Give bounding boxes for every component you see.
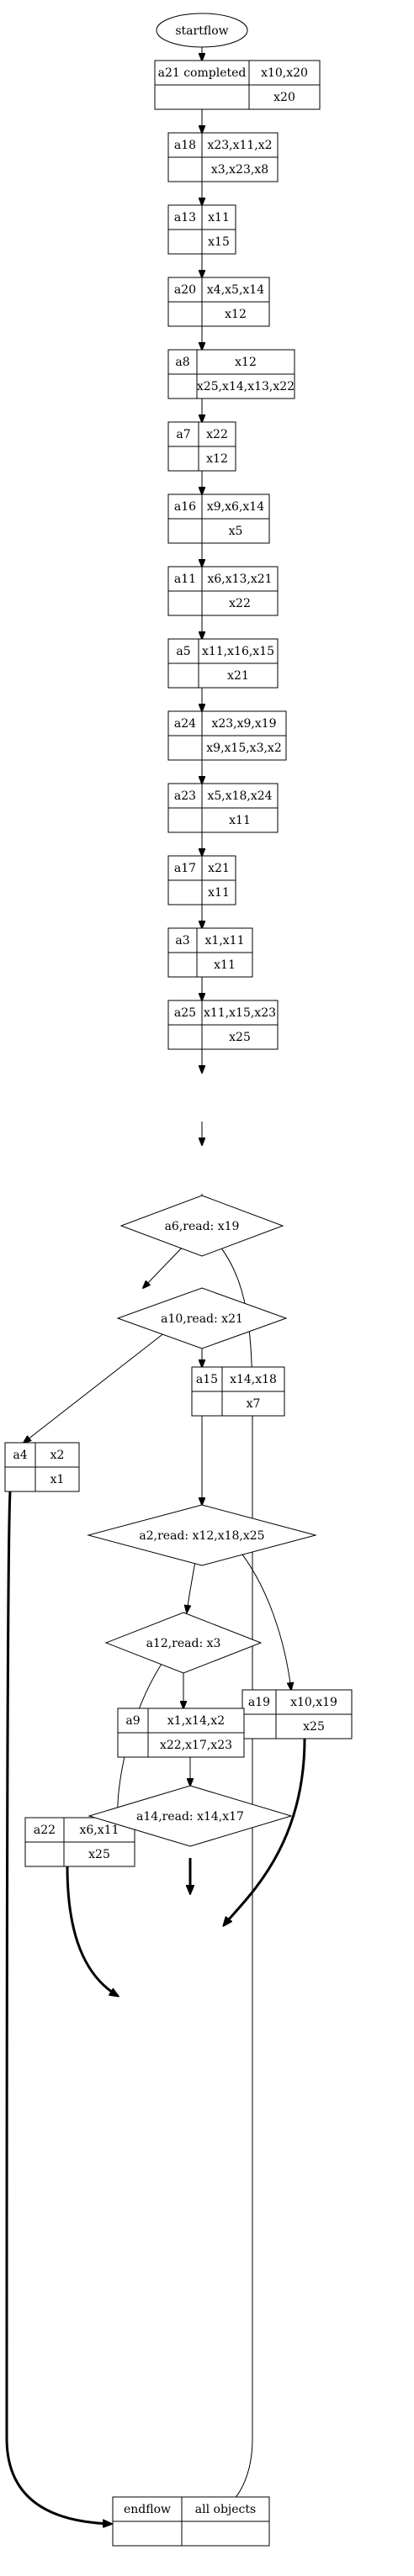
activity-reads: x25 (229, 1031, 251, 1044)
activity-name: a20 (174, 283, 196, 297)
activity-name: a17 (174, 862, 196, 875)
activity-reads: x12 (206, 452, 228, 466)
activity-node-a22: a22 x6,x11 x25 (24, 1817, 135, 1867)
activity-name: a13 (174, 211, 196, 224)
activity-node-a23: a23 x5,x18,x24 x11 (167, 783, 279, 833)
activity-writes: x22 (206, 428, 228, 441)
activity-reads: x11 (208, 886, 230, 900)
activity-node-a4: a4 x2 x1 (4, 1442, 80, 1492)
activity-reads: x11 (214, 958, 236, 972)
activity-name: a18 (174, 139, 196, 152)
activity-name: a24 (174, 717, 196, 731)
activity-node-a18: a18 x23,x11,x2 x3,x23,x8 (167, 132, 279, 182)
activity-reads: x25,x14,x13,x22 (197, 380, 295, 393)
activity-reads: x21 (227, 669, 249, 683)
activity-node-a3: a3 x1,x11 x11 (167, 927, 253, 978)
decision-node-a12: a12,read: x3 (104, 1612, 263, 1674)
activity-writes: x2 (50, 1449, 65, 1462)
activity-writes: x23,x11,x2 (207, 139, 272, 152)
activity-writes: x1,x14,x2 (167, 1714, 225, 1728)
activity-node-a13: a13 x11 x15 (167, 204, 236, 255)
activity-writes: x6,x13,x21 (207, 573, 272, 586)
activity-name: a16 (174, 500, 196, 514)
activity-name: a11 (174, 573, 196, 586)
activity-reads: x9,x15,x3,x2 (206, 742, 281, 755)
activity-node-a9: a9 x1,x14,x2 x22,x17,x23 (117, 1708, 245, 1758)
activity-writes: x1,x11 (205, 934, 245, 948)
activity-writes: x10,x20 (261, 66, 308, 80)
activity-reads: x5 (229, 525, 243, 538)
activity-name: a5 (176, 645, 190, 658)
activity-name: a9 (125, 1714, 140, 1728)
activity-reads: x12 (225, 308, 247, 321)
activity-reads: x7 (247, 1397, 261, 1411)
activity-name: a19 (248, 1696, 270, 1709)
end-label: endflow (124, 2503, 171, 2516)
activity-reads: x25 (303, 1720, 325, 1734)
activity-node-a19: a19 x10,x19 x25 (242, 1689, 353, 1739)
activity-writes: x12 (235, 356, 257, 369)
activity-node-a7: a7 x22 x12 (167, 421, 236, 472)
activity-writes: x14,x18 (230, 1373, 277, 1386)
activity-reads: x3,x23,x8 (211, 163, 268, 177)
activity-node-a24: a24 x23,x9,x19 x9,x15,x3,x2 (167, 710, 287, 761)
activity-name: a23 (174, 789, 196, 803)
end-objects-label: all objects (195, 2503, 256, 2516)
activity-reads: x22 (229, 597, 251, 610)
activity-writes: x6,x11 (80, 1824, 119, 1837)
activity-node-a5: a5 x11,x16,x15 x21 (167, 638, 279, 689)
activity-node-a16: a16 x9,x6,x14 x5 (167, 494, 270, 544)
decision-node-a10: a10,read: x21 (116, 1287, 288, 1349)
decision-label: a2,read: x12,x18,x25 (139, 1529, 264, 1543)
activity-reads: x20 (273, 91, 295, 104)
activity-writes: x4,x5,x14 (207, 283, 264, 297)
decision-label: a12,read: x3 (146, 1637, 221, 1650)
activity-reads: x1 (50, 1473, 65, 1486)
decision-node-a6: a6,read: x19 (119, 1195, 284, 1257)
activity-writes: x11 (208, 211, 230, 224)
activity-node-a20: a20 x4,x5,x14 x12 (167, 277, 270, 327)
activity-node-a15: a15 x14,x18 x7 (191, 1366, 285, 1417)
activity-writes: x5,x18,x24 (207, 789, 272, 803)
end-node: endflow all objects (112, 2496, 270, 2547)
activity-name: a4 (13, 1449, 27, 1462)
activity-writes: x9,x6,x14 (207, 500, 264, 514)
activity-node-a8: a8 x12 x25,x14,x13,x22 (167, 349, 295, 399)
decision-node-a2: a2,read: x12,x18,x25 (87, 1504, 317, 1566)
start-label: startflow (175, 24, 228, 38)
activity-node-a11: a11 x6,x13,x21 x22 (167, 566, 279, 616)
activity-writes: x11,x15,x23 (204, 1006, 276, 1020)
activity-writes: x21 (208, 862, 230, 875)
activity-writes: x11,x16,x15 (202, 645, 274, 658)
activity-name: a21 completed (158, 66, 247, 80)
activity-name: a15 (196, 1373, 218, 1386)
activity-reads: x22,x17,x23 (160, 1739, 232, 1752)
activity-writes: x10,x19 (290, 1696, 337, 1709)
activity-node-a25: a25 x11,x15,x23 x25 (167, 1000, 279, 1050)
activity-node-a17: a17 x21 x11 (167, 855, 236, 905)
decision-label: a10,read: x21 (161, 1312, 243, 1326)
decision-node-a14: a14,read: x14,x17 (88, 1785, 293, 1847)
decision-label: a14,read: x14,x17 (136, 1810, 244, 1824)
activity-reads: x11 (229, 814, 251, 827)
activity-reads: x25 (88, 1848, 110, 1861)
decision-label: a6,read: x19 (165, 1220, 240, 1233)
activity-name: a22 (34, 1824, 56, 1837)
activity-reads: x15 (208, 235, 230, 249)
activity-name: a3 (175, 934, 189, 948)
start-node: startflow (156, 13, 248, 48)
activity-writes: x23,x9,x19 (211, 717, 276, 731)
activity-name: a25 (174, 1006, 196, 1020)
activity-name: a8 (175, 356, 189, 369)
activity-node-a21: a21 completed x10,x20 x20 (154, 60, 321, 110)
activity-name: a7 (176, 428, 190, 441)
